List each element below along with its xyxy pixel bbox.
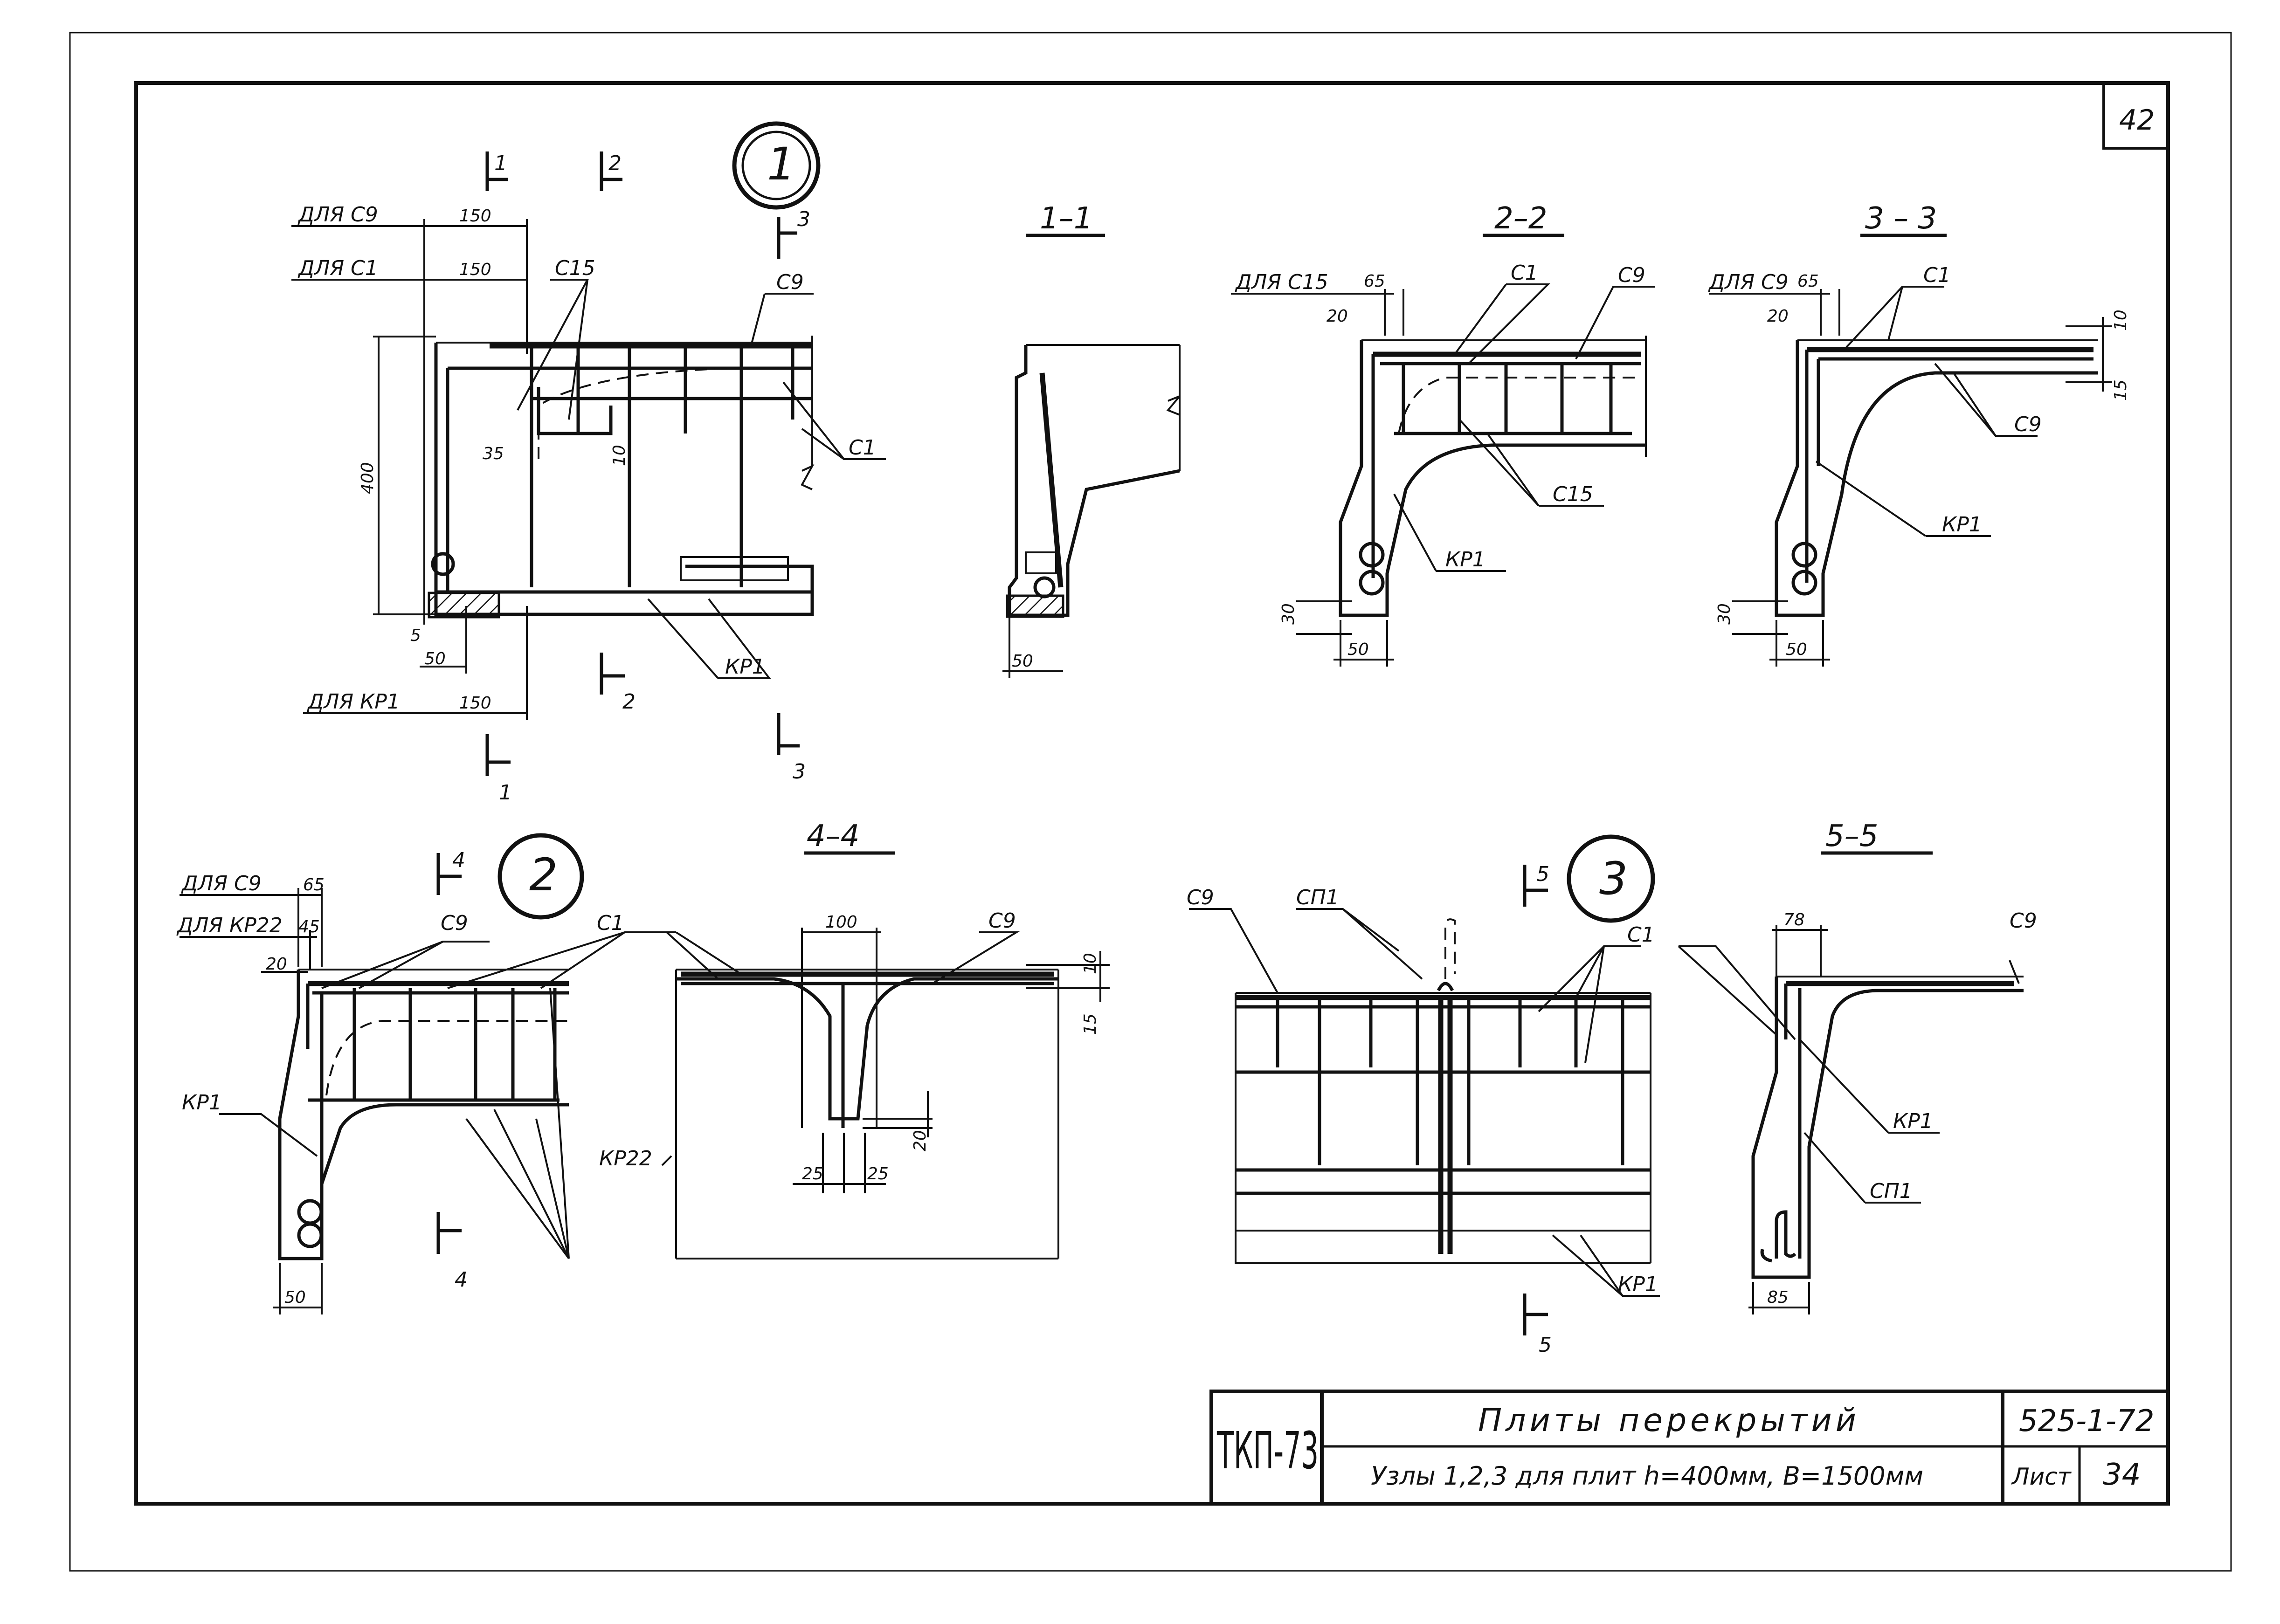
section-4-4-dim-10: 10	[1081, 953, 1100, 974]
section-2-2-label-kp1: КР1	[1445, 548, 1485, 571]
series-number: 525-1-72	[2019, 1404, 2155, 1438]
node-2-dim-65: 65	[303, 875, 325, 895]
section-3-3-label-c1: С1	[1923, 263, 1951, 287]
page-number: 42	[2119, 104, 2155, 137]
section-1-1-dim-50: 50	[1012, 652, 1033, 671]
section-3-3-dim-50: 50	[1786, 640, 1807, 659]
title-block	[1209, 1390, 2170, 1506]
label-kp1: КР1	[725, 655, 765, 679]
section-3-3-dim-10: 10	[2111, 310, 2130, 331]
section-5-5-dim-85: 85	[1767, 1288, 1789, 1307]
sheet-title: Плиты перекрытий	[1478, 1402, 1860, 1439]
node-1-number: 1	[767, 138, 795, 190]
node-2-label-c1: С1	[597, 911, 624, 935]
section-3-3-for-c9: ДЛЯ С9	[1708, 270, 1789, 294]
section-5-5-label-kp1: КР1	[1893, 1109, 1933, 1133]
section-4-4-title: 4–4	[807, 819, 859, 853]
node-2-dim-45: 45	[298, 917, 320, 936]
section-3-3-dim-65: 65	[1797, 272, 1819, 291]
section-3-3-dim-30: 30	[1715, 603, 1734, 625]
section-4-4-dim-20: 20	[911, 1130, 930, 1151]
cut-4-top-label: 4	[452, 848, 465, 872]
for-c9-label: ДЛЯ С9	[297, 203, 378, 227]
label-c1: С1	[849, 436, 876, 460]
stamp-code: ТКП-73	[1216, 1421, 1319, 1480]
dim-150-c1: 150	[459, 260, 491, 279]
section-5-5-dim-78: 78	[1783, 910, 1805, 929]
cut-5-bottom-label: 5	[1539, 1333, 1552, 1357]
section-2-2-label-c1: С1	[1511, 261, 1538, 285]
cut-2-top-label: 2	[608, 151, 622, 175]
dim-35: 35	[483, 444, 504, 463]
dim-150-c9: 150	[459, 206, 491, 226]
section-5-5-drawing	[1678, 851, 2024, 1314]
dim-5: 5	[410, 626, 421, 645]
section-2-2-drawing	[1231, 234, 1655, 667]
section-1-1-drawing	[1002, 234, 1181, 678]
cut-2-bottom-label: 2	[622, 690, 636, 714]
label-c9: С9	[776, 270, 804, 294]
section-3-3-drawing	[1709, 234, 2112, 667]
section-3-3-dim-15: 15	[2111, 379, 2130, 401]
section-3-3-label-kp1: КР1	[1942, 513, 1982, 537]
section-3-3-dim-20: 20	[1767, 307, 1789, 326]
node-2-number: 2	[529, 849, 558, 901]
cut-4-bottom-label: 4	[455, 1268, 468, 1292]
for-c1-label: ДЛЯ С1	[297, 256, 378, 280]
section-3-3-label-c9: С9	[2014, 413, 2042, 436]
section-5-5-label-c9: С9	[2010, 909, 2037, 933]
sheet-number: 34	[2103, 1458, 2141, 1492]
section-5-5-title: 5–5	[1825, 819, 1878, 853]
node-3-drawing	[1189, 834, 1660, 1335]
section-4-4-dim-100: 100	[825, 913, 857, 932]
section-2-2-label-c9: С9	[1618, 263, 1645, 287]
node-2-drawing	[180, 833, 676, 1314]
cut-3-bottom-label: 3	[793, 760, 806, 784]
sheet-label: Лист	[2011, 1463, 2072, 1490]
label-c15: С15	[555, 256, 595, 280]
node-3-label-c9: С9	[1187, 886, 1214, 909]
node-3-label-c1: С1	[1627, 923, 1655, 947]
section-1-1-title: 1–1	[1040, 201, 1092, 236]
cut-1-bottom-label: 1	[499, 781, 512, 805]
sheet-frame	[69, 32, 2232, 1572]
section-2-2-dim-50: 50	[1347, 640, 1369, 659]
node-2-label-kp1: КР1	[182, 1091, 222, 1115]
node-2-dim-20: 20	[266, 955, 287, 974]
cut-3-top-label: 3	[797, 207, 810, 231]
node-3-number: 3	[1599, 853, 1628, 905]
node-1-drawing	[291, 121, 886, 776]
cut-5-top-label: 5	[1536, 862, 1549, 886]
dim-50: 50	[424, 649, 446, 668]
node-3-label-cp1: СП1	[1296, 886, 1339, 909]
node-3-label-kp1: КР1	[1618, 1273, 1658, 1296]
node-2-for-c9: ДЛЯ С9	[181, 872, 262, 895]
section-2-2-for-c15: ДЛЯ С15	[1235, 270, 1328, 294]
section-2-2-dim-20: 20	[1327, 307, 1348, 326]
section-4-4-dim-25-left: 25	[802, 1164, 823, 1184]
section-4-4-drawing	[661, 851, 1110, 1259]
node-2-label-kp22: КР22	[599, 1147, 652, 1170]
section-2-2-dim-65: 65	[1364, 272, 1385, 291]
node-2-label-c9: С9	[441, 911, 468, 935]
dim-150-kp1: 150	[459, 694, 491, 713]
cut-1-top-label: 1	[494, 151, 507, 175]
section-2-2-title: 2–2	[1494, 201, 1547, 236]
section-2-2-dim-30: 30	[1279, 603, 1298, 625]
dim-400: 400	[358, 462, 377, 494]
section-5-5-label-cp1: СП1	[1870, 1179, 1913, 1203]
for-kp1-label: ДЛЯ КР1	[307, 690, 400, 714]
node-2-for-kp22: ДЛЯ КР22	[176, 914, 283, 937]
section-4-4-dim-25-right: 25	[867, 1164, 889, 1184]
dim-10: 10	[610, 445, 629, 466]
section-3-3-title: 3 – 3	[1865, 201, 1937, 236]
section-4-4-dim-15: 15	[1081, 1013, 1100, 1035]
section-2-2-label-c15: С15	[1553, 482, 1593, 506]
node-2-dim-50: 50	[284, 1288, 306, 1307]
sheet-subtitle: Узлы 1,2,3 для плит h=400мм, В=1500мм	[1371, 1461, 1923, 1491]
section-4-4-label-c9: С9	[988, 909, 1016, 933]
